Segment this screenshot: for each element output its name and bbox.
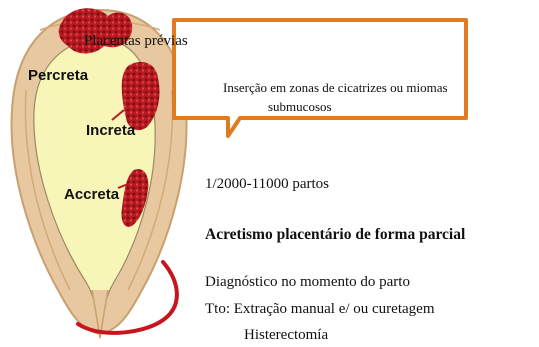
callout-box bbox=[172, 18, 468, 138]
uterus-placenta-illustration: Percreta Increta Accreta bbox=[10, 8, 188, 339]
callout-title: Placentas prévias bbox=[84, 33, 188, 49]
placenta-increta bbox=[121, 62, 160, 131]
label-accreta: Accreta bbox=[64, 186, 120, 203]
vessel-line bbox=[117, 183, 129, 189]
cervical-canal bbox=[91, 289, 109, 339]
diagnosis-text: Diagnóstico no momento do parto bbox=[205, 274, 410, 290]
label-increta: Increta bbox=[86, 122, 136, 139]
placenta-percreta bbox=[58, 8, 133, 54]
callout-text-line2: submucosos bbox=[268, 99, 332, 114]
incidence-text: 1/2000-11000 partos bbox=[205, 176, 330, 192]
cervix-highlight-arc bbox=[76, 260, 179, 335]
vessel-line bbox=[111, 109, 125, 121]
placenta-accreta bbox=[121, 169, 149, 227]
wall-fiber-line bbox=[24, 89, 71, 291]
label-percreta: Percreta bbox=[28, 67, 89, 84]
callout-text-line1: Inserção em zonas de cicatrizes ou mioma… bbox=[223, 80, 448, 95]
section-heading: Acretismo placentário de forma parcial bbox=[205, 226, 466, 243]
callout-text: Inserção em zonas de cicatrizes ou mioma… bbox=[223, 78, 503, 116]
treatment-text: Tto: Extração manual e/ ou curetagem bbox=[205, 301, 435, 317]
treatment-continuation: Histerectomía bbox=[244, 327, 329, 343]
callout-border bbox=[172, 18, 468, 138]
